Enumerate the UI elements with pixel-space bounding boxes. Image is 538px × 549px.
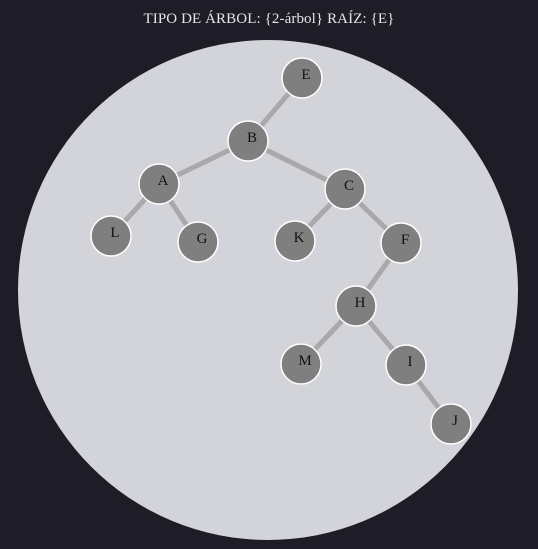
node-label: K [294,230,305,246]
tree-node-l[interactable]: L [90,215,132,257]
node-circle [335,285,377,327]
node-label: A [158,173,169,189]
node-circle [177,221,219,263]
node-label: J [452,413,458,429]
tree-node-k[interactable]: K [274,220,316,262]
node-circle [138,163,180,205]
node-label: L [110,225,119,241]
tree-node-c[interactable]: C [324,168,366,210]
node-label: G [197,231,208,247]
node-label: I [408,354,413,370]
node-label: B [247,130,257,146]
node-circle [274,220,316,262]
tree-type-value: {2-árbol} [264,11,324,27]
nodes-layer: E B A C L G K F H M I J [90,57,472,445]
node-circle [90,215,132,257]
node-circle [385,344,427,386]
node-label: C [344,178,354,194]
tree-canvas-circle [18,40,518,540]
tree-node-j[interactable]: J [430,403,472,445]
node-circle [227,120,269,162]
node-circle [280,343,322,385]
tree-node-h[interactable]: H [335,285,377,327]
node-label: M [298,353,311,369]
node-label: H [355,295,366,311]
node-label: E [301,67,310,83]
tree-type-label: TIPO DE ÁRBOL: [143,11,261,27]
tree-node-i[interactable]: I [385,344,427,386]
root-label: RAÍZ: [327,11,367,27]
tree-node-g[interactable]: G [177,221,219,263]
node-circle [380,222,422,264]
node-circle [324,168,366,210]
root-value: {E} [370,11,395,27]
node-circle [430,403,472,445]
tree-node-m[interactable]: M [280,343,322,385]
tree-node-a[interactable]: A [138,163,180,205]
page-title: TIPO DE ÁRBOL: {2-árbol} RAÍZ: {E} [0,11,538,28]
node-label: F [401,232,409,248]
tree-node-f[interactable]: F [380,222,422,264]
tree-node-e[interactable]: E [281,57,323,99]
tree-node-b[interactable]: B [227,120,269,162]
node-circle [281,57,323,99]
